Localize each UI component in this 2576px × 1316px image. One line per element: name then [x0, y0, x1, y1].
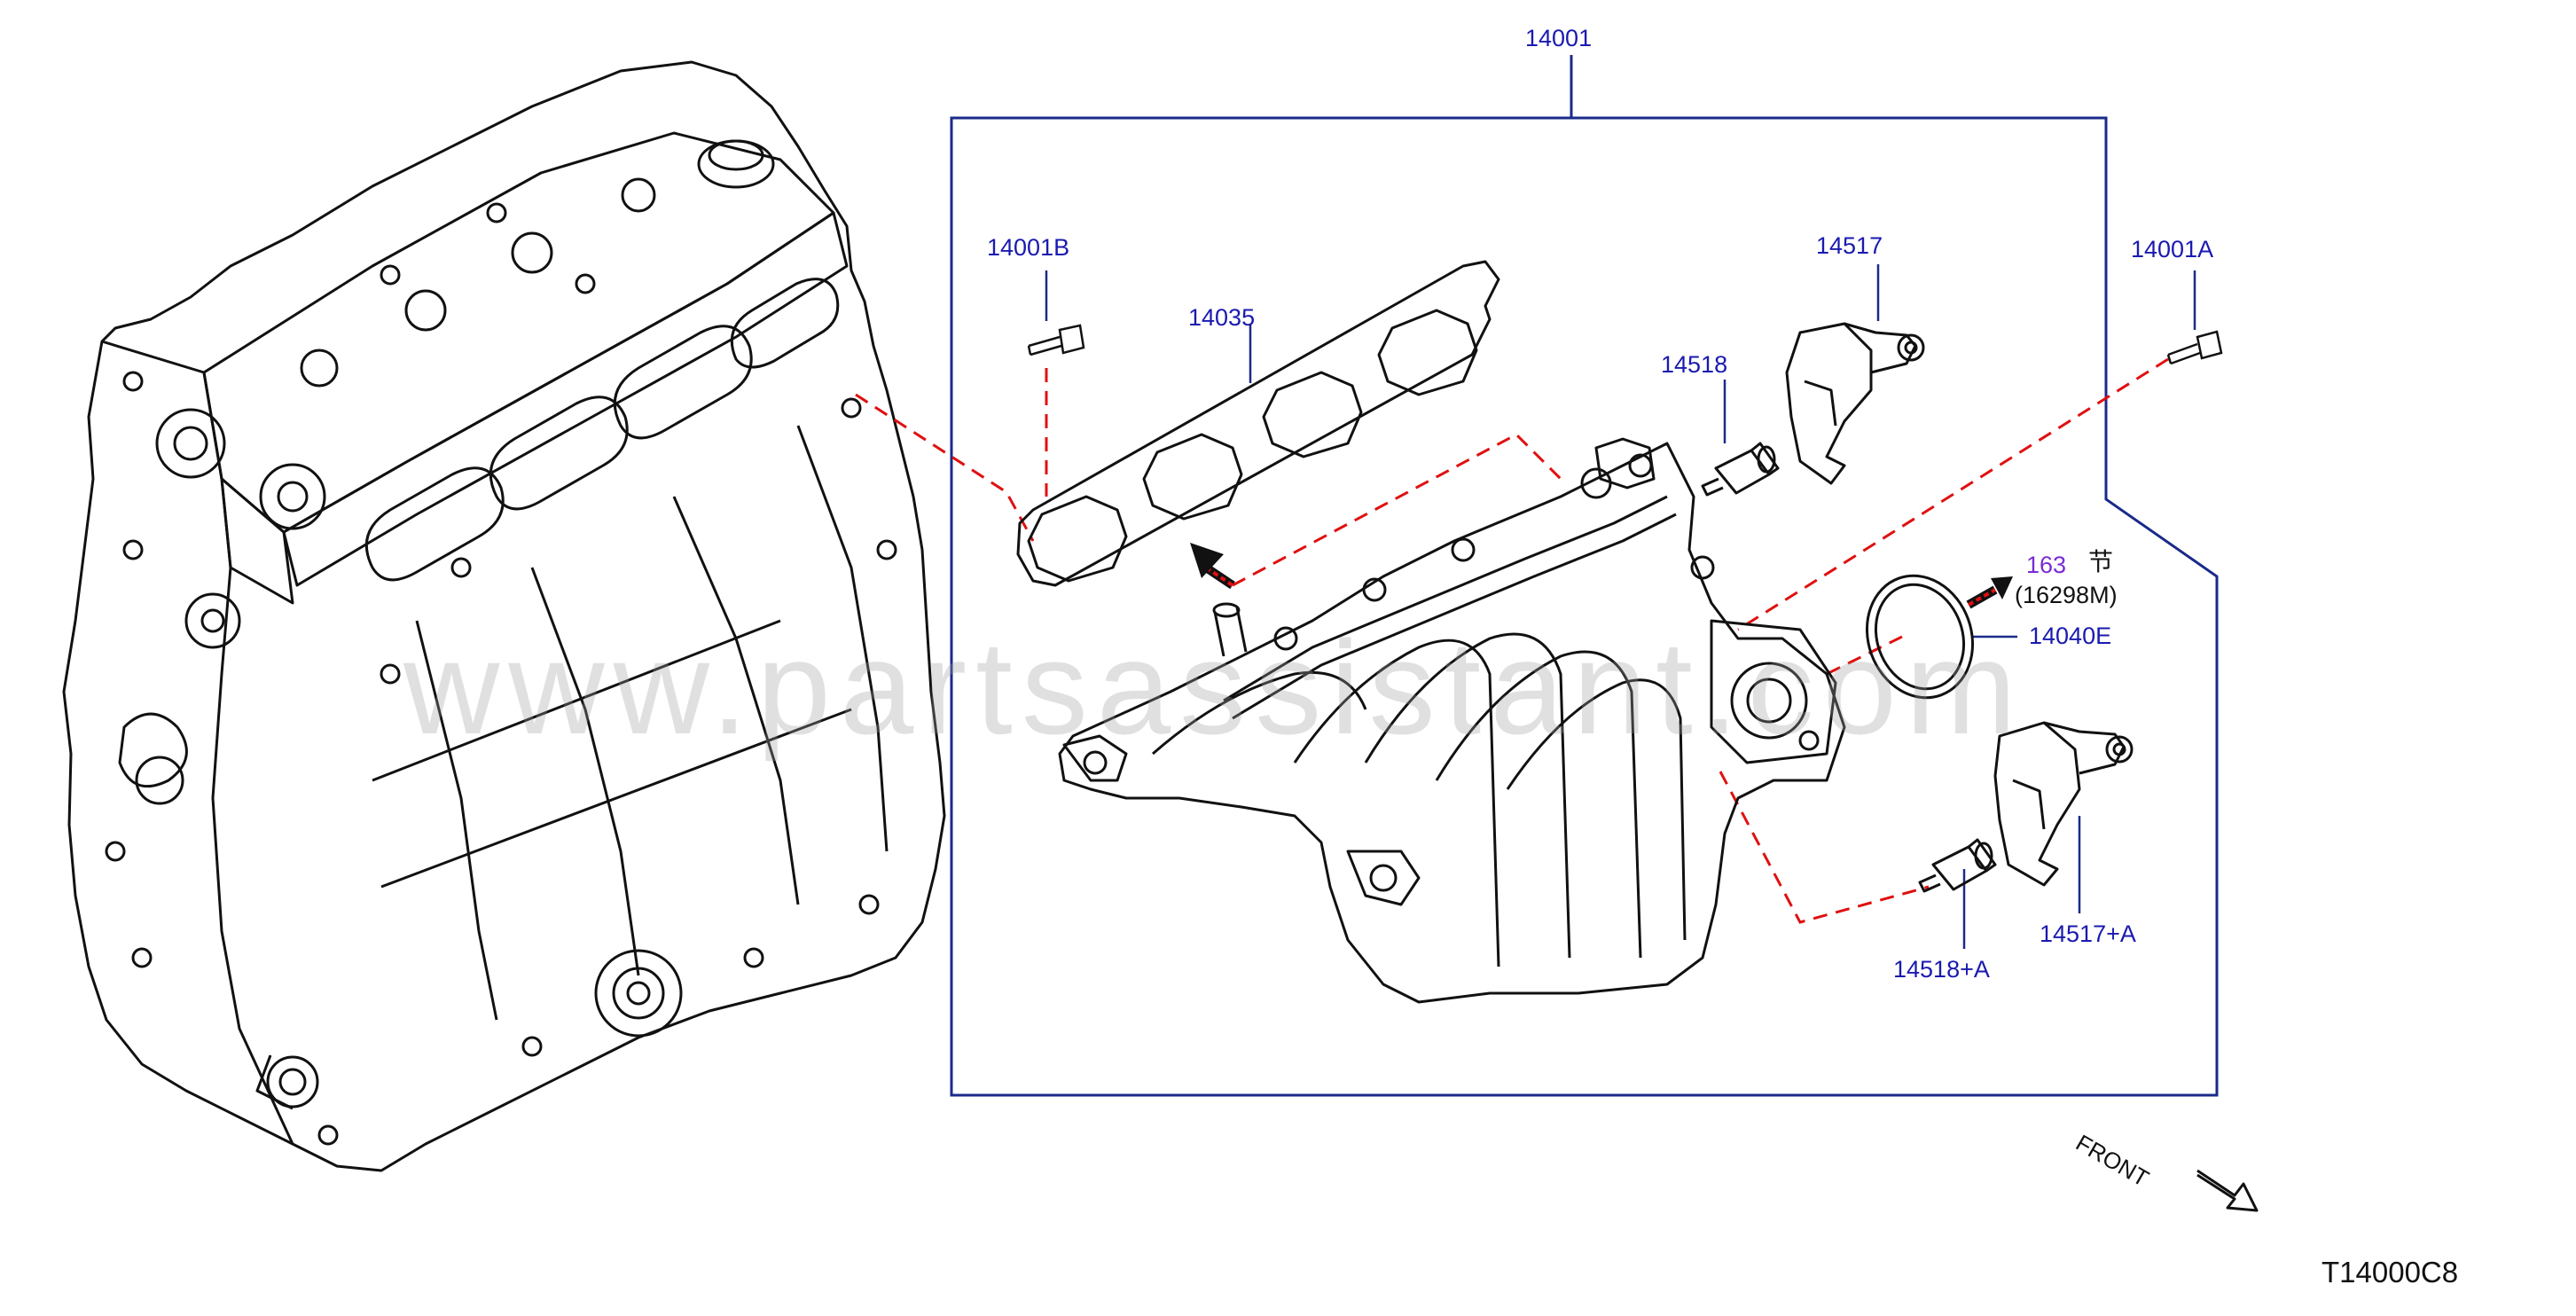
direction-arrow-gasket: [1190, 543, 1235, 590]
bolt-14001a-illustration: [2166, 330, 2223, 365]
dashed-assembly-lines: [855, 357, 2169, 924]
assembly-frame: [950, 55, 2219, 1097]
intake-manifold-gasket: [1016, 260, 1500, 587]
callout-14040e[interactable]: 14040E: [2029, 623, 2112, 649]
direction-arrow-reference: [1966, 576, 2013, 609]
sensor-14518-illustration: [1701, 442, 1780, 497]
engine-block-illustration: [62, 60, 946, 1172]
intake-manifold-illustration: [1058, 437, 1846, 1004]
sensor-14518a-illustration: [1918, 838, 1997, 893]
section-reference-link[interactable]: 163: [2026, 552, 2067, 578]
section-reference-char: 节: [2088, 547, 2114, 576]
diagram-code: T14000C8: [2322, 1256, 2459, 1289]
seal-ring-14040e-illustration: [1865, 574, 1975, 700]
watermark: www.partsassistant.com: [403, 613, 2025, 762]
front-direction-arrow: [2196, 1169, 2259, 1212]
valve-14517a-illustration: [1993, 721, 2134, 887]
callout-14001b[interactable]: 14001B: [987, 234, 1070, 261]
valve-14517-illustration: [1785, 322, 1925, 485]
callout-14518[interactable]: 14518: [1661, 351, 1728, 378]
section-reference-part: (16298M): [2015, 582, 2118, 608]
callout-14518a[interactable]: 14518+A: [1893, 956, 1990, 983]
callout-14517a[interactable]: 14517+A: [2040, 920, 2136, 947]
callout-14035[interactable]: 14035: [1188, 304, 1256, 331]
callout-14517[interactable]: 14517: [1816, 232, 1883, 259]
bolt-14001b-illustration: [1027, 324, 1085, 356]
callout-14001[interactable]: 14001: [1525, 25, 1593, 51]
callout-leaders: [1045, 264, 2196, 949]
callout-14001a[interactable]: 14001A: [2131, 236, 2214, 262]
